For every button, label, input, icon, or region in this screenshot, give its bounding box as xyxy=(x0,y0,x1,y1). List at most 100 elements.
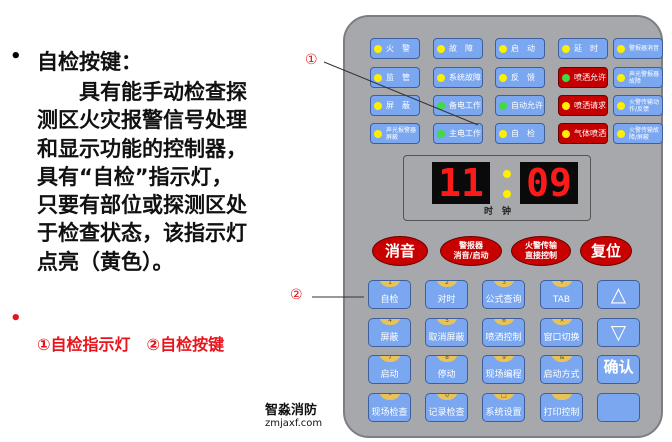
led-icon xyxy=(617,44,625,53)
indicator-4: 延 时 xyxy=(558,38,608,59)
key-number: 0 xyxy=(436,394,458,400)
key-20[interactable] xyxy=(597,393,640,422)
led-icon xyxy=(437,44,445,53)
led-icon xyxy=(499,101,507,110)
indicator-10: 声光警报器故障 xyxy=(613,67,663,88)
key-10[interactable]: ▽ xyxy=(597,318,640,347)
watermark: 智淼消防 zmjaxf.com xyxy=(262,398,326,430)
key-8[interactable]: 6 喷洒控制 xyxy=(482,318,525,347)
key-18[interactable]: □ 系统设置 xyxy=(482,393,525,422)
description-line: 和显示功能的控制器， xyxy=(37,136,247,161)
key-number: 6 xyxy=(493,319,515,325)
key-17[interactable]: 0 记录检查 xyxy=(425,393,468,422)
indicator-17: 主电工作 xyxy=(433,123,483,144)
callout-1: ① xyxy=(305,52,318,68)
indicator-label: 声光报警器屏蔽 xyxy=(386,126,417,141)
key-label: 启动 xyxy=(380,370,399,380)
key-5[interactable]: △ xyxy=(597,280,640,309)
indicator-label: 屏 蔽 xyxy=(386,100,410,110)
heading: 自检按键： xyxy=(37,50,142,74)
bullet: • xyxy=(10,308,22,329)
key-label: TAB xyxy=(552,295,571,305)
legend: ①自检指示灯 ②自检按键 xyxy=(37,335,225,354)
key-number: * xyxy=(379,394,401,400)
led-icon xyxy=(562,101,570,110)
hours-digits: 11 xyxy=(432,162,490,204)
indicator-5: 警报器消音 xyxy=(613,38,663,59)
indicator-1: 火 警 xyxy=(370,38,420,59)
key-number: 7 xyxy=(379,356,401,362)
indicator-label: 自 检 xyxy=(511,128,535,138)
indicator-2: 故 障 xyxy=(433,38,483,59)
oval-button-3[interactable]: 火警传输 直接控制 xyxy=(511,236,571,266)
key-number: 8 xyxy=(436,356,458,362)
key-14[interactable]: &启动方式 xyxy=(540,355,583,384)
led-icon xyxy=(437,101,445,110)
indicator-label: 气体喷洒 xyxy=(574,128,606,138)
key-15[interactable]: 确认 xyxy=(597,355,640,384)
indicator-15: 火警传输动作/反馈 xyxy=(613,95,663,116)
indicator-3: 启 动 xyxy=(495,38,545,59)
indicator-14: 喷洒请求 xyxy=(558,95,608,116)
indicator-12: 备电工作 xyxy=(433,95,483,116)
key-label: △ xyxy=(610,282,627,306)
indicator-20: 火警传输故障/屏蔽 xyxy=(613,123,663,144)
key-number: □ xyxy=(493,394,515,400)
key-label: 系统设置 xyxy=(485,408,522,418)
key-label: 喷洒控制 xyxy=(485,333,522,343)
led-icon xyxy=(499,44,507,53)
led-icon xyxy=(562,129,570,138)
key-label: 确认 xyxy=(603,358,634,376)
led-icon xyxy=(374,73,382,82)
indicator-label: 声光警报器故障 xyxy=(629,70,660,85)
key-label: 取消屏蔽 xyxy=(428,333,465,343)
key-label: ▽ xyxy=(610,320,627,344)
led-icon xyxy=(562,73,570,82)
oval-button-2[interactable]: 警报器 消音/启动 xyxy=(440,236,502,266)
indicator-6: 监 管 xyxy=(370,67,420,88)
oval-button-1[interactable]: 消音 xyxy=(372,236,428,266)
clock-label: 时 钟 xyxy=(484,207,512,217)
key-label: 现场编程 xyxy=(485,370,522,380)
indicator-8: 反 馈 xyxy=(495,67,545,88)
oval-button-4[interactable]: 复位 xyxy=(580,236,632,266)
indicator-7: 系统故障 xyxy=(433,67,483,88)
key-19[interactable]: 打印控制 xyxy=(540,393,583,422)
indicator-label: 喷洒允许 xyxy=(574,72,606,82)
colon-led xyxy=(503,190,511,198)
indicator-9: 喷洒允许 xyxy=(558,67,608,88)
indicator-label: 备电工作 xyxy=(449,100,481,110)
key-number: × xyxy=(551,319,573,325)
key-4[interactable]: +TAB xyxy=(540,280,583,309)
description-line: 具有能手动检查探 xyxy=(37,80,247,104)
indicator-label: 启 动 xyxy=(511,43,535,53)
minutes-digits: 09 xyxy=(520,162,578,204)
clock-display: 11 09 时 钟 xyxy=(403,155,591,221)
key-number: & xyxy=(551,356,573,362)
control-panel: 火 警故 障 启 动 延 时警报器消音监 管系统故障反 馈 喷洒允许 声光警报器故障屏 … xyxy=(343,15,663,438)
indicator-16: 声光报警器屏蔽 xyxy=(370,123,420,144)
key-number: 3 xyxy=(493,281,515,287)
key-label: 现场检查 xyxy=(371,408,408,418)
key-label: 窗口切换 xyxy=(543,333,580,343)
indicator-label: 主电工作 xyxy=(449,128,481,138)
key-label: 记录检查 xyxy=(428,408,465,418)
key-11[interactable]: 7 启动 xyxy=(368,355,411,384)
key-16[interactable]: * 现场检查 xyxy=(368,393,411,422)
key-number: 1 xyxy=(379,281,401,287)
indicator-13: 自动允许 xyxy=(495,95,545,116)
led-icon xyxy=(499,73,507,82)
description-line: 于检查状态，该指示灯 xyxy=(37,221,247,246)
callout-2: ② xyxy=(290,287,303,303)
key-label: 屏蔽 xyxy=(380,333,399,343)
key-label: 打印控制 xyxy=(543,408,580,418)
key-9[interactable]: × 窗口切换 xyxy=(540,318,583,347)
led-icon xyxy=(617,101,625,110)
